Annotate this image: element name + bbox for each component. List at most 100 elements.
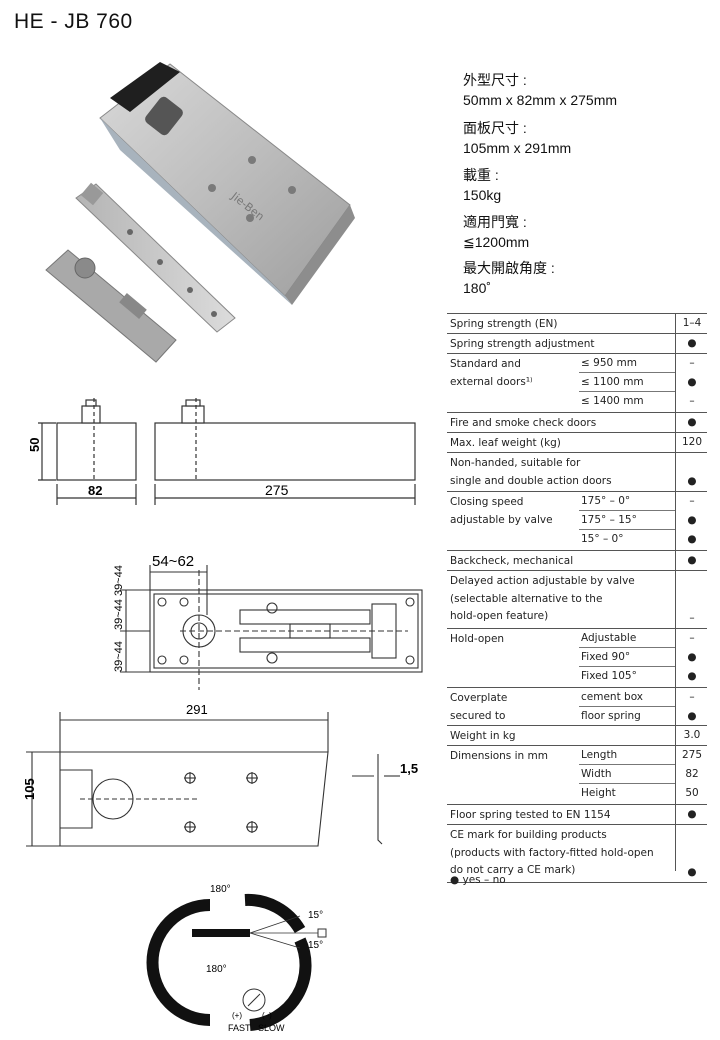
spec-item: 最大開啟角度 : 180˚ bbox=[463, 258, 555, 298]
table-value-cell: ● bbox=[687, 533, 697, 545]
dim-side-length: 275 bbox=[265, 482, 289, 498]
table-row: Fire and smoke check doors ● bbox=[447, 413, 707, 433]
table-sub-cell: 175° – 15° bbox=[579, 511, 675, 530]
table-value-cell: – bbox=[689, 495, 695, 507]
spec-value: ≦1200mm bbox=[463, 234, 530, 250]
table-row-label: Weight in kg bbox=[450, 728, 516, 746]
table-value-cell: ● bbox=[687, 651, 697, 663]
spec-item: 載重 : 150kg bbox=[463, 165, 501, 205]
table-sub-cell: Width bbox=[579, 765, 675, 784]
table-row-label-line: Spring strength (EN) bbox=[450, 318, 558, 330]
table-value-cell: ● bbox=[687, 670, 697, 682]
table-value-cell: ● bbox=[687, 337, 697, 349]
table-sub-cell: Fixed 90° bbox=[579, 648, 675, 667]
pivot-arm-photo bbox=[75, 182, 236, 333]
table-row-label: Fire and smoke check doors bbox=[450, 415, 596, 433]
table-row-label-line: Closing speed bbox=[450, 496, 524, 508]
table-sub-cell: Height bbox=[581, 787, 616, 799]
table-value-cell: – bbox=[689, 632, 695, 644]
table-value-cell: ● bbox=[687, 710, 697, 722]
table-row-label: Backcheck, mechanical bbox=[450, 553, 573, 571]
table-value-cell: ● bbox=[687, 416, 697, 428]
top-pivot-photo bbox=[45, 249, 177, 363]
table-row-label-line: Non-handed, suitable for bbox=[450, 457, 581, 469]
label-fast: FAST bbox=[228, 1023, 251, 1033]
table-row-label-line: CE mark for building products bbox=[450, 829, 607, 841]
table-row: Spring strength adjustment● bbox=[447, 334, 707, 354]
table-value-cell: 50 bbox=[685, 787, 699, 799]
table-value-cell: 120 bbox=[681, 436, 703, 448]
spec-value: 50mm x 82mm x 275mm bbox=[463, 92, 618, 108]
table-value-cell: ● bbox=[687, 866, 697, 878]
spec-value: 180˚ bbox=[463, 280, 492, 296]
spec-item: 面板尺寸 :105mm x 291mm bbox=[463, 118, 571, 158]
page-title: HE - JB 760 bbox=[14, 10, 133, 33]
spec-label: 面板尺寸 : bbox=[463, 120, 527, 136]
table-row-label-line: secured to bbox=[450, 709, 506, 722]
table-row-label: Dimensions in mm bbox=[450, 748, 578, 766]
table-row-label-line: Coverplate bbox=[450, 692, 508, 704]
table-row-label-line: Floor spring tested to EN 1154 bbox=[450, 809, 611, 821]
table-row-label: Floor spring tested to EN 1154 bbox=[450, 807, 611, 825]
dim-plate-length: 291 bbox=[186, 702, 208, 717]
table-row-label-line: Hold-open bbox=[450, 633, 505, 645]
table-row-label: Standard and external doors¹⁾ bbox=[450, 356, 578, 391]
table-row-label-line: Delayed action adjustable by valve bbox=[450, 575, 635, 587]
table-row-label-line: Standard and bbox=[450, 358, 521, 370]
table-row-label-line: Fire and smoke check doors bbox=[450, 417, 597, 429]
spec-item: 外型尺寸 : 50mm x 82mm x 275mm bbox=[463, 70, 617, 110]
table-value-cell: – bbox=[689, 691, 695, 703]
table-row-label: CE mark for building products (products w… bbox=[450, 827, 654, 880]
table-row: Spring strength (EN) 1–4 bbox=[447, 313, 707, 334]
table-row-label-line: external doors¹⁾ bbox=[450, 375, 533, 388]
table-row-label-line: (products with factory-fitted hold-open bbox=[450, 846, 654, 859]
table-value-cell: ● bbox=[687, 376, 697, 388]
table-value-cell: 1–4 bbox=[682, 317, 702, 329]
table-value-cell: – bbox=[689, 357, 695, 369]
table-sub-cell: Fixed 105° bbox=[581, 670, 637, 682]
table-row: Floor spring tested to EN 1154 ● bbox=[447, 805, 707, 825]
table-column-divider bbox=[675, 313, 676, 871]
spec-label: 載重 : bbox=[463, 167, 499, 183]
table-row-label: Hold-open bbox=[450, 631, 578, 649]
dim-plate-height: 105 bbox=[22, 778, 37, 800]
dim-top-side: 39~44 39~44 bbox=[113, 565, 125, 630]
spec-value: 150kg bbox=[463, 187, 502, 203]
angle-180-top: 180° bbox=[210, 884, 231, 895]
table-row: Backcheck, mechanical● bbox=[447, 551, 707, 571]
table-value-cell: – bbox=[689, 612, 695, 624]
spec-label: 外型尺寸 : bbox=[463, 72, 527, 88]
label-slow: SLOW bbox=[258, 1023, 285, 1033]
dim-front-width: 82 bbox=[88, 483, 102, 498]
table-sub-cell: 15° – 0° bbox=[581, 533, 624, 545]
table-row-label-line: hold-open feature) bbox=[450, 610, 549, 622]
table-sub-cell: Length bbox=[579, 746, 675, 765]
table-value-cell: ● bbox=[687, 475, 697, 487]
spec-label: 最大開啟角度 : bbox=[463, 260, 555, 276]
table-sub-cell: 175° – 0° bbox=[579, 492, 675, 511]
table-value-cell: ● bbox=[687, 808, 697, 820]
opening-angle-diagram bbox=[146, 893, 327, 1031]
table-legend: ● yes – no bbox=[450, 874, 506, 886]
dim-top-side-2: 39~44 bbox=[113, 641, 125, 672]
dim-plate-thickness: 1,5 bbox=[400, 761, 418, 776]
table-row: CE mark for building products (products w… bbox=[447, 825, 707, 883]
valve-plus: (+) bbox=[232, 1011, 242, 1020]
table-row-label-line: do not carry a CE mark) bbox=[450, 864, 576, 876]
angle-15-a: 15° bbox=[308, 910, 323, 921]
spec-label: 適用門寬 : bbox=[463, 214, 527, 230]
table-value-cell: ● bbox=[687, 514, 697, 526]
table-sub-cell: ≤ 1100 mm bbox=[579, 373, 675, 392]
table-value-cell: 3.0 bbox=[683, 729, 701, 741]
table-row: Max. leaf weight (kg) 120 bbox=[447, 433, 707, 453]
table-row-label: Coverplate secured to bbox=[450, 690, 578, 725]
table-row-label: Max. leaf weight (kg) bbox=[450, 435, 561, 453]
table-row-label: Spring strength (EN) bbox=[450, 316, 557, 334]
